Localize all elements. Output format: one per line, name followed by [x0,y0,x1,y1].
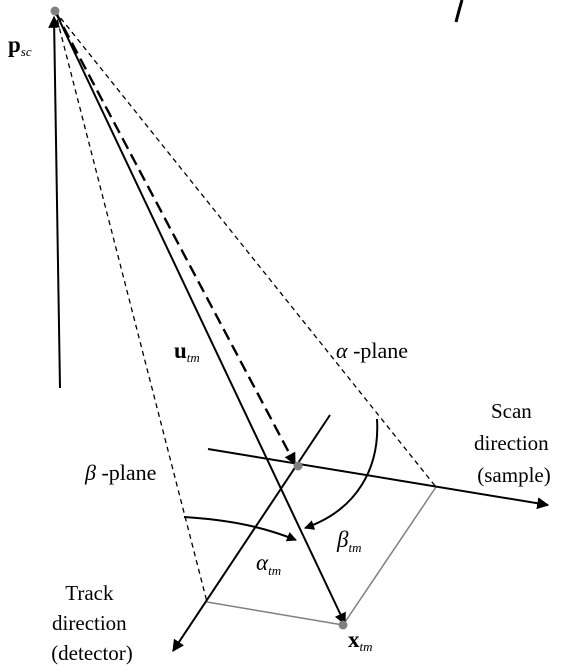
top-arc [454,0,464,23]
dashed-line-alpha-plane-outer [54,10,437,488]
alpha-plane-label: α -plane [336,338,408,363]
central-pixel-point [293,461,303,471]
u-tm-label: utm [174,338,200,365]
beta-plane-label: β -plane [84,460,156,485]
sensor-center-point [50,6,60,16]
track-direction-axis [172,414,331,652]
p-sc-vector [48,15,61,389]
track-direction-label: Track direction (detector) [51,581,133,665]
beta-tm-angle-arc [304,418,379,530]
u-tm-vector [53,10,297,466]
dashed-line-beta-plane-outer [54,10,208,603]
p-sc-label: psc [8,32,32,59]
alpha-tm-angle-arc [183,516,297,542]
alpha-tm-label: αtm [256,550,281,578]
plane-edge-right [342,486,437,626]
ground-point [338,620,348,630]
x-tm-label: xtm [348,627,373,654]
x-tm-line-of-sight [54,10,346,626]
plane-edge-bottom [206,601,344,626]
scan-direction-label: Scan direction (sample) [474,399,554,487]
beta-tm-label: βtm [336,527,361,555]
scan-direction-axis [207,448,550,510]
